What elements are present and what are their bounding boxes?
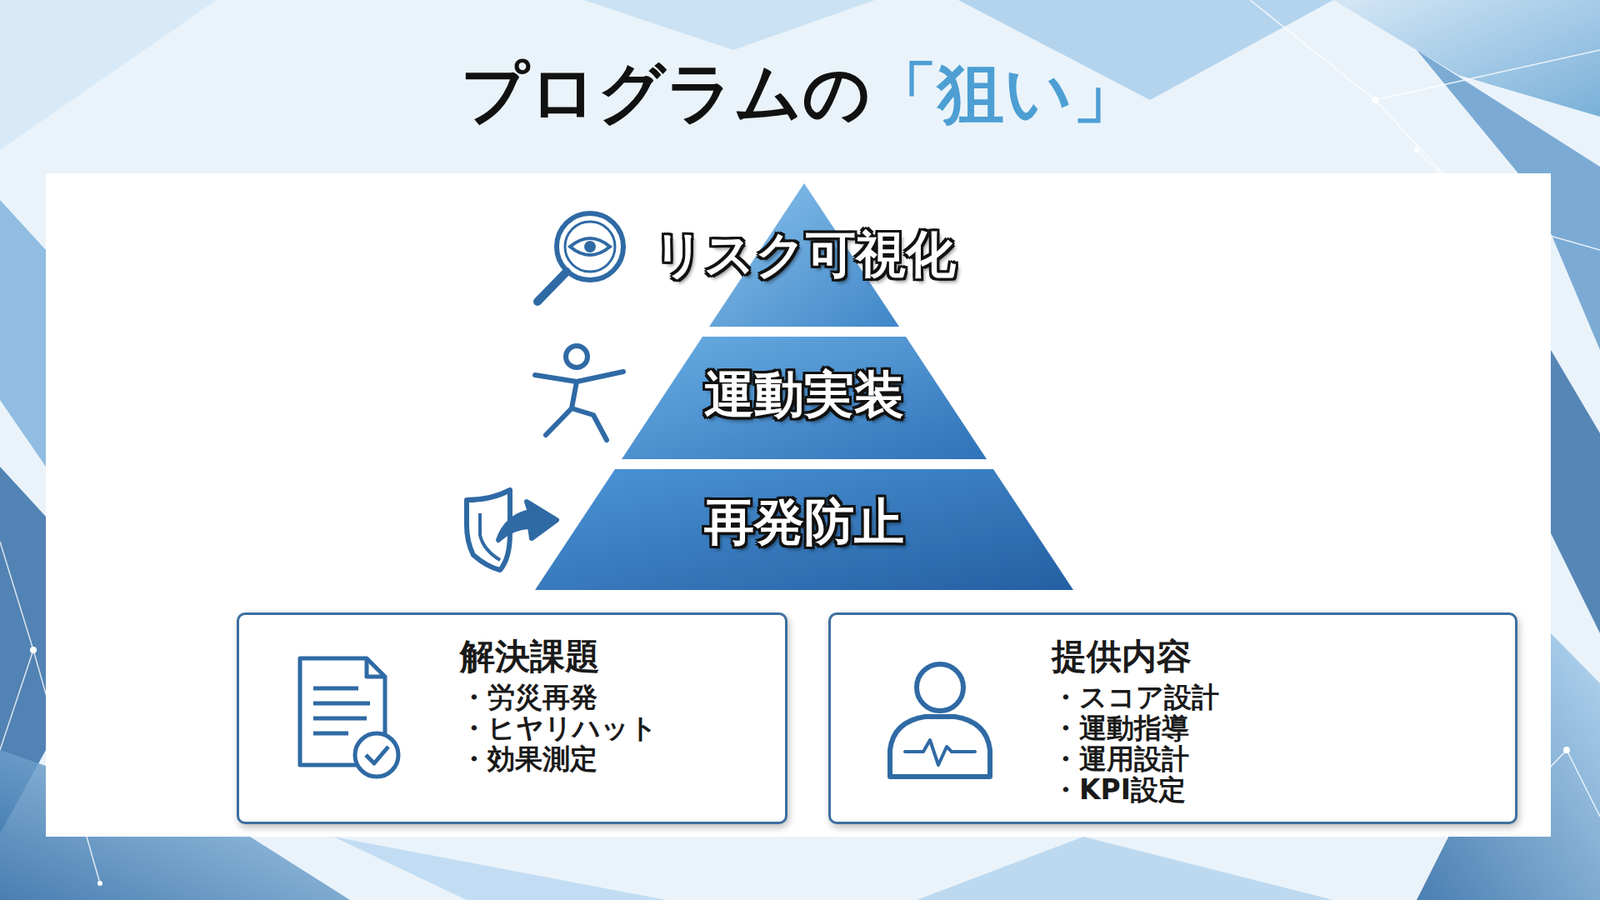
pyramid-band: リスク可視化 bbox=[533, 183, 1075, 327]
bullet-item: ・運用設計 bbox=[1051, 743, 1220, 775]
pyramid-band: 再発防止 bbox=[533, 469, 1075, 590]
box-text-column: 解決課題・労災再発・ヒヤリハット・効果測定 bbox=[460, 633, 658, 775]
title-accent: 「狙い」 bbox=[870, 49, 1140, 140]
exercise-figure-icon bbox=[535, 345, 624, 440]
bullet-item: ・効果測定 bbox=[460, 743, 658, 775]
info-box: 解決課題・労災再発・ヒヤリハット・効果測定 bbox=[236, 612, 788, 825]
bullet-item: ・KPI設定 bbox=[1051, 774, 1220, 805]
box-heading: 解決課題 bbox=[460, 633, 658, 680]
box-text-column: 提供内容・スコア設計・運動指導・運用設計・KPI設定 bbox=[1051, 633, 1220, 805]
title-row: プログラムの「狙い」 bbox=[0, 48, 1600, 140]
info-box: 提供内容・スコア設計・運動指導・運用設計・KPI設定 bbox=[828, 612, 1518, 825]
bullet-item: ・労災再発 bbox=[460, 681, 658, 713]
magnifier-eye-icon bbox=[537, 213, 624, 302]
pyramid-band: 運動実装 bbox=[533, 336, 1075, 460]
bullet-item: ・ヒヤリハット bbox=[460, 712, 658, 744]
band-label: リスク可視化 bbox=[533, 221, 1075, 290]
band-label: 再発防止 bbox=[533, 489, 1075, 557]
band-label: 運動実装 bbox=[533, 361, 1075, 430]
shield-icon bbox=[466, 490, 557, 570]
box-heading: 提供内容 bbox=[1051, 633, 1220, 680]
slide-title: プログラムの bbox=[460, 49, 871, 140]
bullet-item: ・スコア設計 bbox=[1051, 681, 1220, 713]
bullet-item: ・運動指導 bbox=[1051, 712, 1220, 744]
